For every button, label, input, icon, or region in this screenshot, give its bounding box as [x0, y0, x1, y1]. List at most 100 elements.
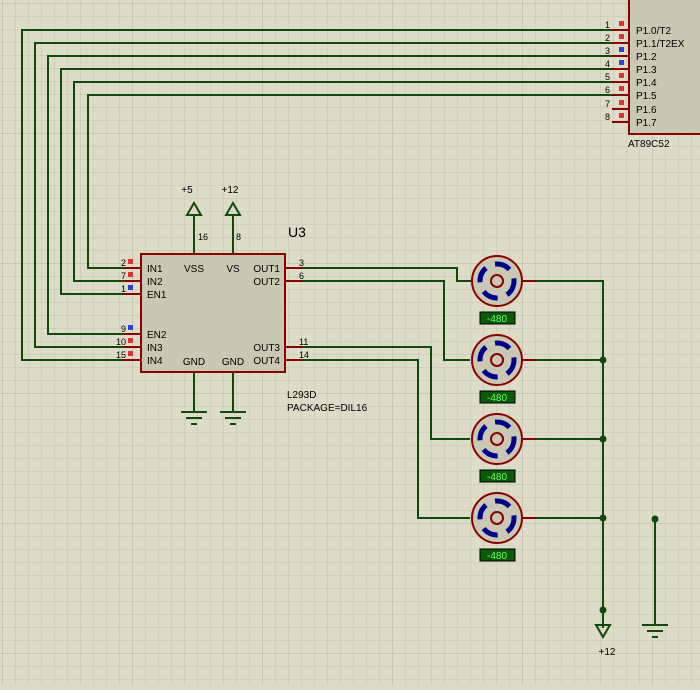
driver-pin-label: OUT3: [253, 343, 280, 354]
mcu-reference: AT89C52: [628, 139, 670, 150]
wire-out1-motor1[interactable]: [302, 267, 470, 282]
mcu-pin-label: P1.7: [636, 118, 657, 129]
driver-pin-number: 14: [299, 350, 309, 360]
junction-dot: [599, 606, 607, 614]
output-wires[interactable]: [302, 267, 470, 519]
junction-dot: [599, 435, 607, 443]
driver-pin-number: 10: [116, 337, 126, 347]
motor-rotor-icon: [477, 340, 517, 380]
ground-1[interactable]: [181, 372, 207, 425]
motor-speed-value: -480: [487, 314, 507, 325]
driver-pin-number: 7: [121, 271, 126, 281]
mcu-pin-number: 2: [605, 33, 610, 43]
wire-return-rail[interactable]: [536, 280, 604, 628]
wire-out3-motor3[interactable]: [302, 346, 470, 440]
mcu-pin-label: P1.2: [636, 52, 657, 63]
power-vs-terminal[interactable]: +12: [222, 185, 242, 254]
driver-package: PACKAGE=DIL16: [287, 403, 368, 414]
motor-2[interactable]: -480: [471, 334, 523, 404]
power-arrow-icon: [185, 201, 203, 216]
mcu-pin-number: 8: [605, 112, 610, 122]
driver-pin-number: 1: [121, 284, 126, 294]
mcu-pin-label: P1.0/T2: [636, 26, 671, 37]
driver-pin-label: IN4: [147, 356, 163, 367]
pin-state-high: [619, 86, 624, 91]
ground-2[interactable]: [220, 372, 246, 425]
mcu-pin-label: P1.1/T2EX: [636, 39, 685, 50]
pin-state-high: [128, 338, 133, 343]
pin-state-low: [619, 60, 624, 65]
pin-state-high: [619, 34, 624, 39]
wire-p14-in2[interactable]: [73, 81, 612, 282]
wire-out4-motor4[interactable]: [302, 359, 470, 519]
motor-speed-value: -480: [487, 551, 507, 562]
mcu-pin-number: 1: [605, 20, 610, 30]
wire-out2-motor2[interactable]: [302, 280, 470, 361]
motor-rotor-icon: [477, 419, 517, 459]
power-label-vs: +12: [222, 185, 239, 196]
driver-pin-label: IN1: [147, 264, 163, 275]
motor-speed-display: [479, 311, 516, 325]
wire-p11-in3[interactable]: [34, 42, 612, 348]
mcu-at89c52[interactable]: 1 2 3 4 5 6 7 8 P1.0/T2 P1.1/T2EX P1.2 P…: [605, 0, 700, 150]
driver-pin-label: IN2: [147, 277, 163, 288]
motor-shaft-icon: [490, 511, 504, 525]
motor-1[interactable]: -480: [470, 255, 523, 325]
control-wires[interactable]: [21, 29, 612, 361]
driver-pin-label: VS: [226, 264, 240, 275]
driver-reference: U3: [288, 224, 306, 240]
driver-pin-label: EN1: [147, 290, 167, 301]
power-vss-terminal[interactable]: +5: [181, 185, 203, 254]
motor-3[interactable]: -480: [471, 413, 523, 483]
mcu-pin-number: 7: [605, 99, 610, 109]
wire-p10-in4[interactable]: [21, 29, 612, 361]
motor-speed-display: [479, 390, 516, 404]
pin-state-high: [619, 21, 624, 26]
ground-3[interactable]: [642, 515, 668, 638]
wire-p12-en2[interactable]: [47, 55, 612, 335]
mcu-body[interactable]: [628, 0, 700, 135]
driver-pin-number: 11: [299, 337, 308, 347]
motor-rotor-icon: [477, 498, 517, 538]
driver-pin-number: 9: [121, 324, 126, 334]
pin-state-high: [619, 73, 624, 78]
pin-state-high: [128, 351, 133, 356]
wire-p13-en1[interactable]: [60, 68, 612, 295]
mcu-pin-label: P1.4: [636, 78, 657, 89]
motor-4[interactable]: -480: [471, 492, 523, 562]
driver-pin-label: IN3: [147, 343, 163, 354]
pin-state-high: [619, 100, 624, 105]
motor-speed-display: [479, 548, 516, 562]
pin-state-low: [128, 285, 133, 290]
driver-pin-label: EN2: [147, 330, 167, 341]
pin-state-high: [128, 272, 133, 277]
driver-pin-number: 8: [236, 232, 241, 242]
motor-rotor-icon: [477, 261, 517, 301]
power-label-motor-supply: +12: [599, 647, 616, 658]
mcu-pin-label: P1.6: [636, 105, 657, 116]
mcu-pin-label: P1.5: [636, 91, 657, 102]
driver-l293d[interactable]: 2 7 1 9 10 15 IN1 IN2 EN1 EN2 IN3 IN4 3 …: [116, 224, 368, 414]
driver-pin-label: VSS: [184, 264, 204, 275]
driver-part-name: L293D: [287, 390, 316, 401]
mcu-pin-number: 4: [605, 59, 610, 69]
pin-state-high: [128, 259, 133, 264]
wire-p15-in1[interactable]: [87, 94, 612, 269]
motor-return-rail[interactable]: +12: [523, 280, 616, 658]
driver-pin-label: GND: [183, 357, 205, 368]
mcu-pin-label: P1.3: [636, 65, 657, 76]
motor-speed-value: -480: [487, 393, 507, 404]
motor-shaft-icon: [490, 274, 504, 288]
junction-dot: [651, 515, 659, 523]
motor-speed-display: [479, 469, 516, 483]
motor-shaft-icon: [490, 353, 504, 367]
driver-pin-label: GND: [222, 357, 244, 368]
driver-pin-label: OUT4: [253, 356, 280, 367]
driver-body[interactable]: [140, 253, 286, 373]
pin-state-high: [619, 113, 624, 118]
pin-state-low: [619, 47, 624, 52]
mcu-pin-number: 5: [605, 72, 610, 82]
driver-pin-label: OUT1: [253, 264, 280, 275]
